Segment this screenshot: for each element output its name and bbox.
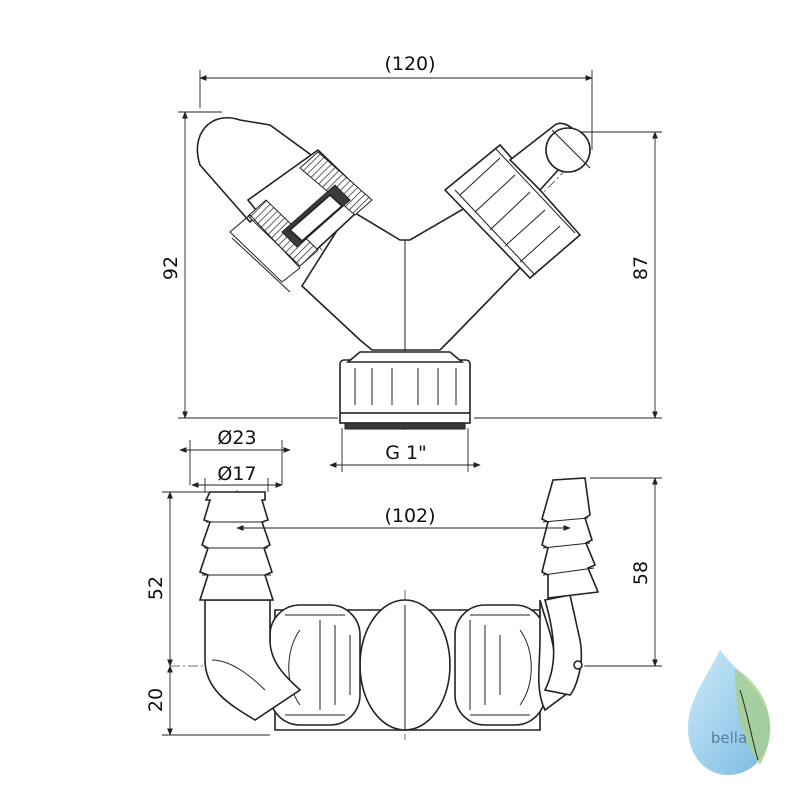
dim-right-spigot-height-label: 58 [630,561,652,585]
side-right-spigot [537,477,600,712]
bella-logo: bella [688,650,771,775]
dim-right-spigot-height: 58 [585,477,662,667]
logo-text: bella [711,729,747,747]
dim-base-height-label: 20 [145,688,167,712]
dim-right-height-label: 87 [630,256,652,280]
dim-inner-diameter: Ø17 [191,463,283,492]
dim-outer-diameter: Ø23 [179,427,291,485]
side-left-nut [269,604,361,726]
top-view-splitter [196,117,591,430]
left-nut [229,148,373,293]
right-nut [443,143,582,280]
dim-left-spigot-height: 52 [145,491,212,667]
dim-center-distance-label: (102) [384,505,435,527]
dim-top-width: (120) [199,53,593,150]
side-right-nut [454,604,546,726]
dim-thread-label: G 1" [385,442,427,464]
side-view-splitter [170,477,660,740]
dim-left-height: 92 [160,111,338,419]
dim-inner-diameter-label: Ø17 [217,463,256,485]
bottom-nut [339,351,471,430]
dim-center-distance: (102) [236,505,571,531]
dim-left-height-label: 92 [160,256,182,280]
leaf-icon [735,668,771,765]
dim-top-width-label: (120) [384,53,435,75]
dim-right-height: 87 [474,131,662,419]
dim-thread: G 1" [329,428,481,472]
dim-outer-diameter-label: Ø23 [217,427,256,449]
side-left-spigot [198,491,302,721]
dim-left-spigot-height-label: 52 [145,576,167,600]
dim-base-height: 20 [145,665,270,736]
